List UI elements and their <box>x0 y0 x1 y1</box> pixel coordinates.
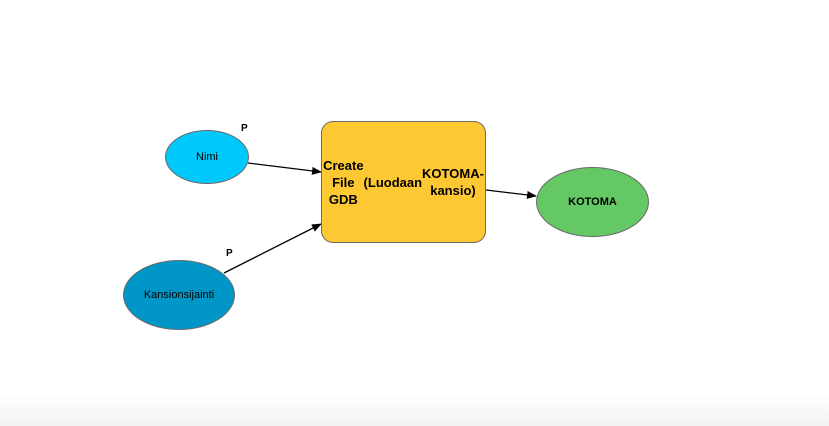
parameter-flag-nimi: P <box>241 123 248 134</box>
node-label-line: (Luodaan <box>363 174 423 190</box>
variable-nimi[interactable]: Nimi <box>165 130 249 184</box>
connector-tool-to-output[interactable] <box>485 189 537 199</box>
connector-kansio-to-tool[interactable] <box>223 223 322 274</box>
node-label-line: KOTOMA <box>568 196 617 208</box>
node-label-line: Create File GDB <box>323 157 364 207</box>
output-kotoma[interactable]: KOTOMA <box>536 167 649 237</box>
connector-nimi-to-tool[interactable] <box>247 162 322 175</box>
node-label-line: KOTOMA-kansio) <box>422 166 484 198</box>
parameter-flag-kansion-sijainti: P <box>226 248 233 259</box>
node-label-line: Kansion <box>143 288 184 301</box>
node-label-line: Nimi <box>196 151 218 163</box>
node-label-line: sijainti <box>183 288 215 301</box>
